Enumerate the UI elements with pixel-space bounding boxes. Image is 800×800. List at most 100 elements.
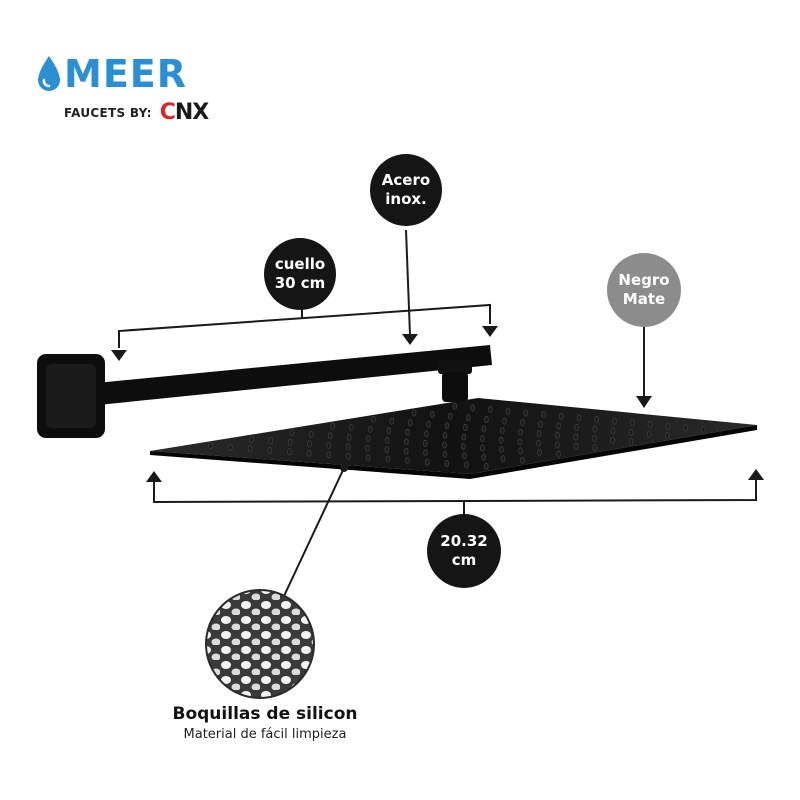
nozzle-dot xyxy=(365,454,371,462)
nozzle-dot xyxy=(520,456,525,464)
material-pointer-line xyxy=(405,229,411,336)
nozzle-dot xyxy=(498,436,504,444)
nozzle-dot xyxy=(423,449,428,457)
nozzle-dot xyxy=(461,442,466,450)
nozzle-dot xyxy=(520,419,525,427)
neck-arrow-right xyxy=(482,326,498,337)
wall-flange xyxy=(37,354,105,438)
nozzle-dot xyxy=(308,430,314,438)
nozzle-dot xyxy=(442,450,448,458)
nozzle-dot xyxy=(385,455,391,463)
nozzle-dot xyxy=(447,412,453,420)
nozzle-dot xyxy=(480,435,485,443)
nozzle-dot xyxy=(484,415,489,423)
nozzle-dot xyxy=(536,439,541,447)
nozzle-dot xyxy=(481,453,487,461)
nozzle-dot xyxy=(573,442,579,450)
nozzle-dot xyxy=(629,419,635,427)
nozzle-dot xyxy=(346,433,352,441)
nozzle-dot xyxy=(573,433,579,441)
nozzle-dot xyxy=(664,432,670,440)
nozzle-dot xyxy=(444,422,450,430)
nozzle-dot xyxy=(386,427,392,435)
finish-pointer-arrow xyxy=(636,396,652,408)
nozzle-dot xyxy=(576,414,582,422)
width-callout-line2: cm xyxy=(451,551,477,569)
nozzle-dot xyxy=(307,440,312,448)
nozzle-dot xyxy=(683,424,688,432)
brand-name: MEER xyxy=(64,52,187,96)
nozzle-dot xyxy=(371,415,376,423)
nozzle-dot xyxy=(499,445,504,453)
brand-logo: MEER xyxy=(36,54,187,94)
brand-tagline: FAUCETS BY: xyxy=(64,106,152,120)
nozzle-dot xyxy=(541,411,546,419)
nozzle-dot xyxy=(287,448,292,456)
neck-callout: cuello 30 cm xyxy=(264,238,336,310)
nozzle-dot xyxy=(610,427,616,435)
nozzle-dot xyxy=(345,443,351,451)
nozzle-dot xyxy=(247,445,253,453)
nozzle-dot xyxy=(558,412,564,420)
nozzle-dot xyxy=(424,458,430,466)
arm-connector xyxy=(438,360,472,402)
nozzle-dot xyxy=(463,423,468,431)
nozzle-dot xyxy=(268,437,274,445)
nozzle-dot xyxy=(538,420,543,428)
nozzle-dot xyxy=(422,439,428,447)
nozzle-dot xyxy=(442,441,447,449)
nozzle-dot xyxy=(208,442,213,450)
nozzle-dot xyxy=(289,429,295,437)
nozzle-dot xyxy=(326,451,332,459)
nozzle-dot xyxy=(461,452,467,460)
nozzle-caption-title: Boquillas de silicon xyxy=(172,704,358,724)
nozzle-dot xyxy=(349,424,354,432)
nozzle-dot xyxy=(365,444,370,452)
nozzle-dot xyxy=(423,430,429,438)
neck-callout-line2: 30 cm xyxy=(274,274,326,292)
nozzle-dot xyxy=(518,428,523,436)
nozzle-dot xyxy=(267,446,273,454)
width-callout-line1: 20.32 xyxy=(440,532,488,550)
nozzle-dot xyxy=(517,438,523,446)
nozzle-caption: Boquillas de silicon Material de fácil l… xyxy=(150,704,380,742)
nozzle-dot xyxy=(612,417,617,425)
nozzle-dot xyxy=(610,436,615,444)
nozzle-dot xyxy=(461,433,467,441)
material-callout-line1: Acero xyxy=(381,171,431,189)
nozzle-closeup-icon xyxy=(205,589,315,699)
nozzle-dot xyxy=(452,402,458,410)
nozzle-dot xyxy=(555,431,560,439)
nozzle-dot xyxy=(367,425,373,433)
nozzle-dot xyxy=(327,432,333,440)
nozzle-dot xyxy=(523,409,529,417)
nozzle-dot xyxy=(483,462,489,470)
nozzle-dot xyxy=(405,456,410,464)
width-arrow-right xyxy=(748,469,764,480)
material-callout-line2: inox. xyxy=(385,190,427,208)
nozzle-dot xyxy=(556,450,561,458)
material-pointer-arrow xyxy=(402,334,418,345)
finish-callout-line2: Mate xyxy=(622,290,666,308)
nozzle-dot xyxy=(665,422,671,430)
nozzle-dot xyxy=(444,459,450,467)
nozzle-dot xyxy=(346,452,351,460)
nozzle-dot xyxy=(407,419,413,427)
nozzle-dot xyxy=(594,415,600,423)
nozzle-dot xyxy=(646,430,652,438)
nozzle-dot xyxy=(592,425,598,433)
nozzle-dot xyxy=(592,444,598,452)
width-arrow-left xyxy=(146,471,162,482)
nozzle-dot xyxy=(536,430,542,438)
nozzle-dot xyxy=(249,435,254,443)
width-dimension-line xyxy=(153,478,757,516)
nozzle-dot xyxy=(228,443,233,451)
nozzle-dot xyxy=(647,420,653,428)
nozzle-dot xyxy=(403,447,409,455)
shower-arm xyxy=(96,345,492,405)
nozzle-dot xyxy=(287,438,293,446)
neck-arrow-left xyxy=(111,350,127,361)
nozzle-caption-subtitle: Material de fácil limpieza xyxy=(183,727,347,742)
